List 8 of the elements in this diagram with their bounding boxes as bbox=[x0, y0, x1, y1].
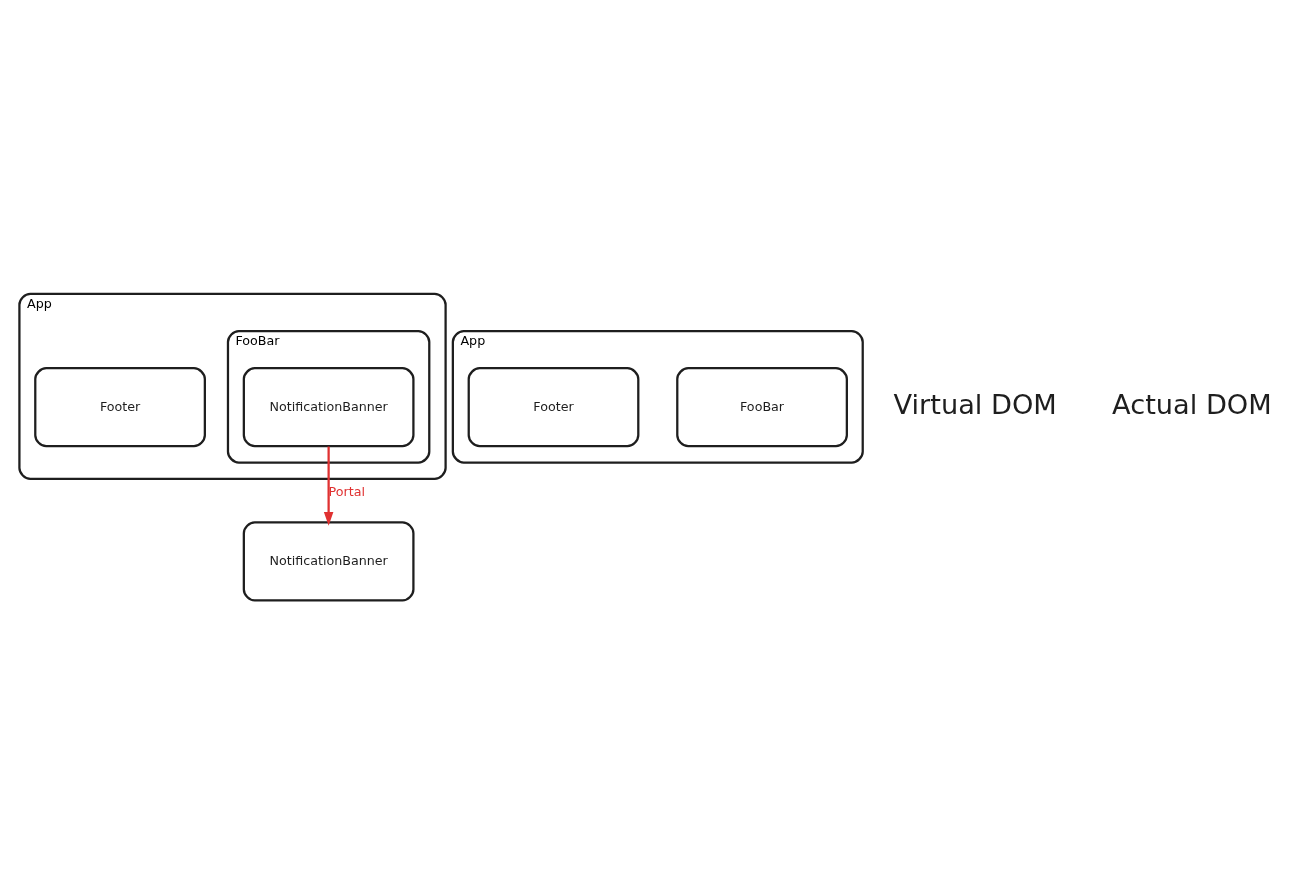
node-box: FooBar bbox=[676, 366, 848, 447]
node-box: NotificationBanner bbox=[242, 520, 415, 601]
arrow bbox=[323, 446, 334, 526]
label: Actual DOM bbox=[1112, 388, 1272, 420]
node-box: NotificationBanner bbox=[242, 366, 415, 447]
node-box: Footer bbox=[467, 366, 640, 447]
node-box: Footer bbox=[34, 366, 206, 447]
label: Virtual DOM bbox=[893, 388, 1057, 420]
